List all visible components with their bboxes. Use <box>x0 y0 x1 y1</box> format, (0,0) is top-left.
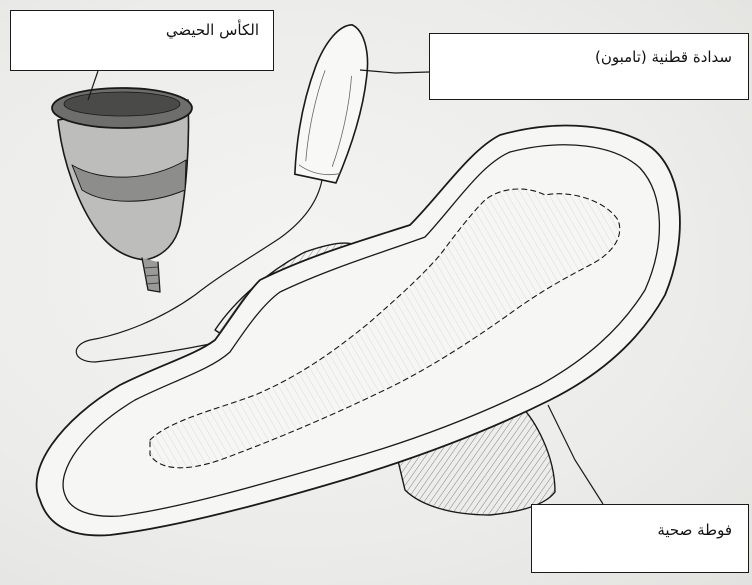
tampon-drawing <box>290 19 378 185</box>
menstrual-cup-label-text: الكأس الحيضي <box>25 21 259 39</box>
tampon-label: سدادة قطنية (تامبون) <box>429 33 749 100</box>
pad-leader-line <box>548 405 603 504</box>
sanitary-pad-label: فوطة صحية <box>531 504 749 573</box>
tampon-leader-line <box>360 70 429 73</box>
tampon-label-text: سدادة قطنية (تامبون) <box>446 48 732 66</box>
menstrual-cup-drawing <box>52 88 192 292</box>
cup-opening <box>64 92 180 116</box>
menstrual-cup-label: الكأس الحيضي <box>10 10 274 71</box>
tampon-body <box>290 19 378 185</box>
sanitary-pad-label-text: فوطة صحية <box>548 521 732 539</box>
